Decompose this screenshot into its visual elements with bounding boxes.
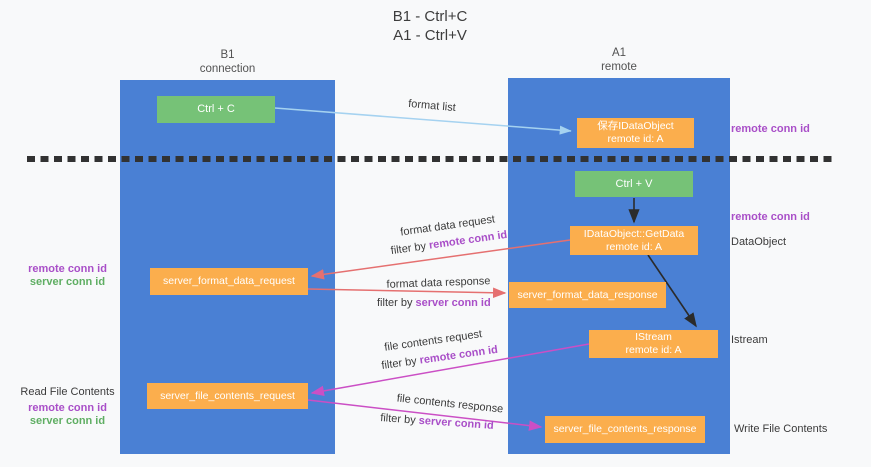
server-file-contents-request-box: server_file_contents_request: [147, 383, 308, 409]
lane-a1-name: A1: [611, 47, 627, 59]
ctrl-v-box: Ctrl + V: [575, 171, 693, 197]
format-data-response-label: format data response: [386, 275, 491, 291]
dashed-separator: [27, 156, 836, 162]
save-dataobject-line1: 保存IDataObject: [597, 120, 674, 132]
format-list-label: format list: [407, 97, 457, 115]
server-file-contents-request-label: server_file_contents_request: [160, 389, 295, 402]
filter-by-text: filter by: [379, 412, 420, 427]
ctrl-c-box: Ctrl + C: [157, 96, 275, 123]
format-data-response-filter: filter by server conn id: [377, 297, 491, 309]
lane-b1-name: B1: [220, 49, 235, 61]
getdata-box: IDataObject::GetData remote id: A: [570, 226, 698, 255]
server-conn-id-text: server conn id: [418, 414, 495, 432]
remote-conn-id-annotation-mid: remote conn id: [731, 211, 810, 223]
file-contents-response-label: file contents response: [396, 392, 504, 416]
server-file-contents-response-box: server_file_contents_response: [545, 416, 705, 443]
left-conn-id-annotations: remote conn id server conn id: [20, 263, 115, 289]
dataobject-annotation: DataObject: [731, 236, 787, 248]
filter-by-text: filter by: [380, 354, 421, 373]
save-dataobject-line2: remote id: A: [607, 133, 664, 145]
server-format-data-request-box: server_format_data_request: [150, 268, 308, 295]
left-server-conn-id: server conn id: [29, 276, 106, 288]
title-line-2: A1 - Ctrl+V: [393, 27, 467, 44]
title-line-1: B1 - Ctrl+C: [392, 8, 468, 25]
bottom-server-conn-id: server conn id: [29, 415, 106, 427]
server-format-data-response-label: server_format_data_response: [517, 288, 658, 301]
getdata-line2: remote id: A: [605, 240, 663, 253]
server-format-data-response-box: server_format_data_response: [509, 282, 666, 308]
remote-conn-id-annotation-top: remote conn id: [731, 123, 810, 135]
istream-annotation: Istream: [731, 334, 768, 346]
diagram-title: B1 - Ctrl+C A1 - Ctrl+V: [330, 7, 530, 45]
server-file-contents-response-label: server_file_contents_response: [553, 423, 697, 435]
save-dataobject-box: 保存IDataObject remote id: A: [577, 118, 694, 148]
server-format-data-request-label: server_format_data_request: [163, 275, 295, 287]
bottom-remote-conn-id: remote conn id: [28, 402, 107, 414]
ctrl-c-label: Ctrl + C: [197, 103, 235, 115]
server-conn-id-text: server conn id: [415, 297, 491, 309]
write-file-contents-annotation: Write File Contents: [734, 423, 828, 435]
lane-header-b1: B1 connection: [120, 49, 335, 76]
lane-a1-role: remote: [601, 60, 637, 73]
istream-line2: remote id: A: [625, 344, 682, 356]
file-contents-response-filter: filter by server conn id: [380, 412, 495, 432]
read-file-contents-label: Read File Contents: [20, 386, 115, 398]
istream-box: IStream remote id: A: [589, 330, 718, 358]
ctrl-v-label: Ctrl + V: [615, 177, 653, 190]
istream-line1: IStream: [635, 331, 672, 343]
filter-by-text: filter by: [377, 297, 416, 309]
getdata-line1: IDataObject::GetData: [583, 227, 685, 240]
lane-header-a1: A1 remote: [508, 47, 730, 74]
lane-b1-role: connection: [199, 62, 256, 75]
filter-by-text: filter by: [390, 239, 430, 258]
left-remote-conn-id: remote conn id: [28, 263, 107, 275]
read-file-contents-annotations: Read File Contents remote conn id server…: [15, 386, 120, 428]
